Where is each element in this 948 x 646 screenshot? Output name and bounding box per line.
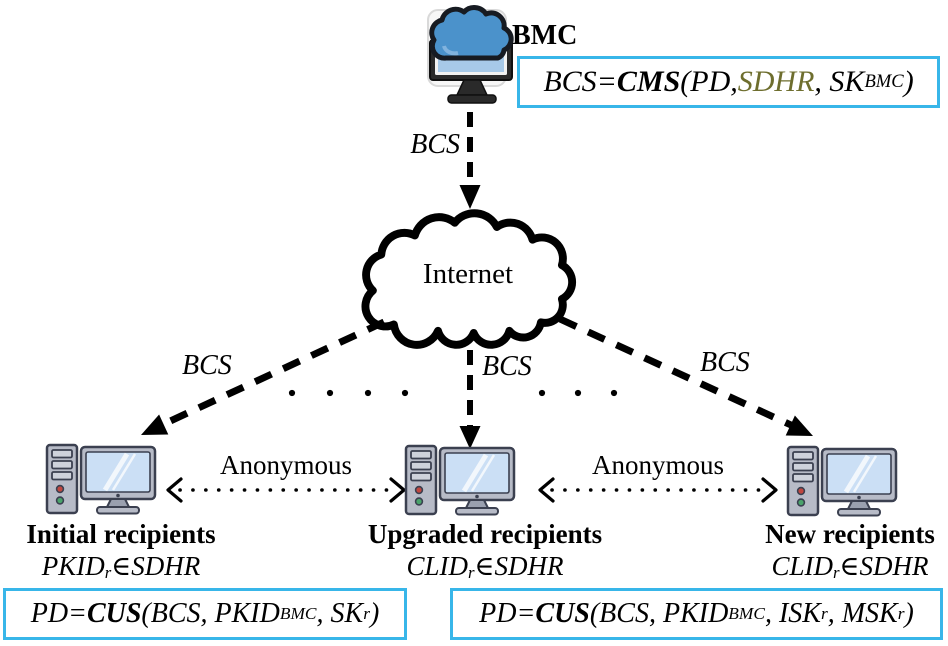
bcs-arrow-internet-to-initial xyxy=(141,318,386,435)
anonymous-label-right: Anonymous xyxy=(591,450,724,480)
new-recipients-title: New recipients xyxy=(765,519,935,549)
formula-segment: r xyxy=(833,562,840,582)
bmc-cloud-computer-icon xyxy=(427,5,514,104)
formula-segment: BCS= xyxy=(543,65,617,98)
formula-segment: ) xyxy=(369,598,380,629)
upgraded-recipients-membership: CLIDr∈SDHR xyxy=(334,551,636,583)
anonymous-arrow-left xyxy=(166,477,406,503)
bcs-edge-label-top: BCS xyxy=(410,129,460,160)
formula-segment: r xyxy=(468,562,475,582)
anonymous-label-left: Anonymous xyxy=(219,450,352,480)
formula-segment: BMC xyxy=(279,604,317,623)
formula-segment: , SK xyxy=(814,65,865,98)
new-recipients-membership: CLIDr∈SDHR xyxy=(752,551,948,583)
formula-segment: (PD, xyxy=(680,65,738,98)
formula-segment: PKID xyxy=(41,550,105,581)
ellipsis-dots-left xyxy=(288,389,409,397)
formula-segment: r xyxy=(820,604,828,623)
ellipsis-dots-right xyxy=(538,389,618,397)
formula-segment: ) xyxy=(903,65,914,98)
formula-segment: BMC xyxy=(864,71,904,92)
formula-segment: r xyxy=(363,604,370,623)
formula-segment: r xyxy=(104,562,112,582)
formula-segment: , ISK xyxy=(764,598,821,629)
bmc-node-label: BMC xyxy=(512,20,578,51)
internet-cloud-shape xyxy=(361,209,577,349)
upgraded-recipients-computer-icon xyxy=(406,446,514,515)
new-recipients-computer-icon xyxy=(788,447,896,516)
formula-segment: (BCS, PKID xyxy=(141,598,280,629)
initial-recipients-block: Initial recipients PKIDr∈SDHR xyxy=(0,519,242,583)
new-recipients-block: New recipients CLIDr∈SDHR xyxy=(752,519,948,583)
bcs-arrow-bmc-to-internet xyxy=(459,112,481,209)
formula-segment: , MSK xyxy=(827,598,898,629)
upgraded-recipients-title: Upgraded recipients xyxy=(367,519,603,549)
initial-recipients-computer-icon xyxy=(47,445,155,514)
bcs-edge-label-left: BCS xyxy=(182,350,232,381)
formula-segment: CLID xyxy=(771,550,833,581)
formula-segment: (BCS, PKID xyxy=(589,598,729,629)
formula-segment: ∈SDHR xyxy=(111,550,201,581)
formula-segment: BMC xyxy=(728,604,765,623)
formula-segment: r xyxy=(897,604,905,623)
bcs-arrow-internet-to-upgraded xyxy=(459,350,481,449)
formula-segment: CUS xyxy=(86,598,142,629)
internet-node-label: Internet xyxy=(422,258,514,290)
formula-segment: SDHR xyxy=(737,65,815,98)
formula-segment: ) xyxy=(904,598,914,629)
formula-segment: CLID xyxy=(406,550,468,581)
formula-segment: CUS xyxy=(535,598,590,629)
formula-segment: ∈SDHR xyxy=(839,550,929,581)
bcs-arrow-internet-to-new xyxy=(558,315,813,436)
formula-segment: PD= xyxy=(30,598,87,629)
formula-segment: PD= xyxy=(479,598,536,629)
upgraded-recipients-block: Upgraded recipients CLIDr∈SDHR xyxy=(334,519,636,583)
formula-segment: ∈SDHR xyxy=(474,550,564,581)
initial-recipients-title: Initial recipients xyxy=(26,519,216,549)
anonymous-arrow-right xyxy=(538,477,778,503)
initial-recipients-membership: PKIDr∈SDHR xyxy=(0,551,242,583)
bcs-edge-label-right: BCS xyxy=(700,347,750,378)
bcs-edge-label-middle: BCS xyxy=(482,351,532,382)
formula-segment: CMS xyxy=(616,65,681,98)
formula-segment: , SK xyxy=(316,598,364,629)
